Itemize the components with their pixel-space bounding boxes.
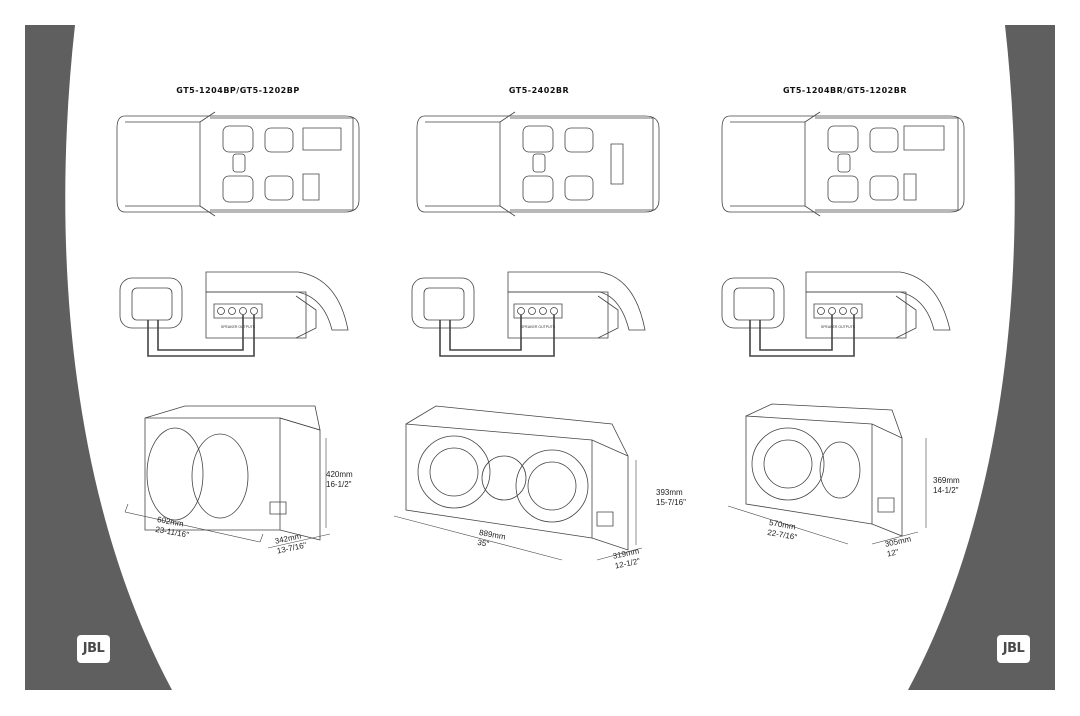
model-title-2: GT5-2402BR [508, 86, 570, 95]
vehicle-diagram-2 [415, 108, 665, 220]
model-title-1: GT5-1204BP/GT5-1202BP [176, 86, 300, 95]
jbl-logo-right: JBL [997, 635, 1030, 663]
enclosure-diagram-2 [392, 400, 662, 570]
jbl-logo-left: JBL [77, 635, 110, 663]
speaker-outputs-label: SPEAKER OUTPUTS [521, 325, 556, 329]
wiring-diagram-2: SPEAKER OUTPUTS [410, 270, 650, 370]
right-panel [908, 25, 1055, 690]
model-title-3: GT5-1204BR/GT5-1202BR [782, 86, 907, 95]
vehicle-diagram-1 [115, 108, 365, 220]
vehicle-diagram-3 [720, 108, 970, 220]
enclosure-diagram-1 [120, 400, 335, 560]
speaker-outputs-label: SPEAKER OUTPUTS [821, 325, 856, 329]
speaker-outputs-label: SPEAKER OUTPUTS [221, 325, 256, 329]
left-panel [25, 25, 172, 690]
wiring-diagram-1: SPEAKER OUTPUTS [118, 270, 358, 370]
enclosure-diagram-3 [722, 398, 937, 558]
wiring-diagram-3: SPEAKER OUTPUTS [720, 270, 960, 370]
